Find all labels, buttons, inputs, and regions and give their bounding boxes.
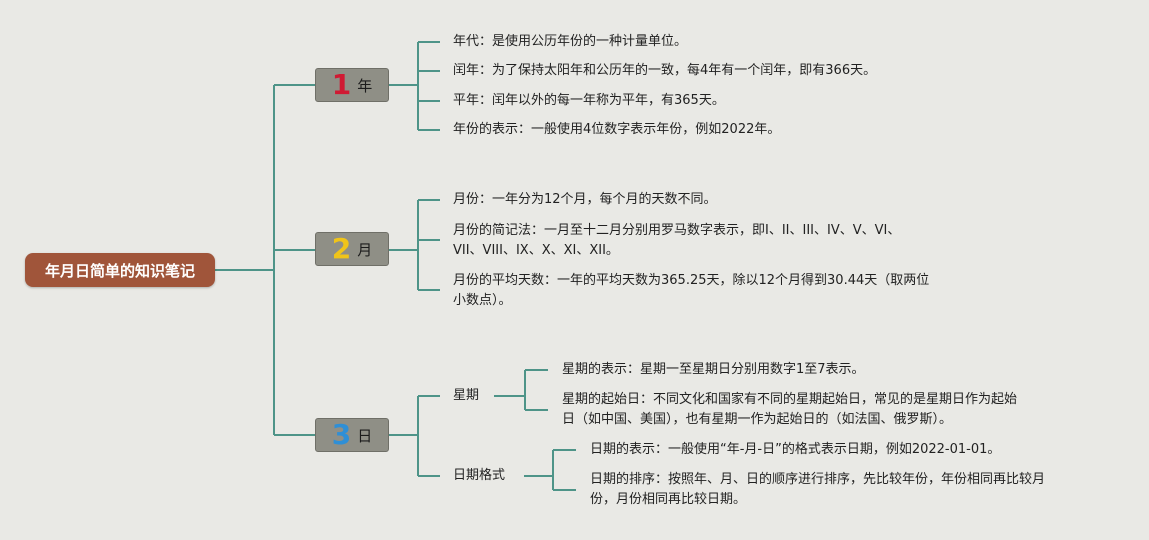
month-leaf: 月份：一年分为12个月，每个月的天数不同。 [453,190,717,210]
topic-number: 1 [331,68,352,101]
month-leaf-line: 月份的平均天数：一年的平均天数为365.25天，除以12个月得到30.44天（取… [453,273,930,288]
topic-label: 月 [357,240,373,259]
date-leaf: 日期的排序：按照年、月、日的顺序进行排序，先比较年份，年份相同再比较月 份，月份… [590,470,1045,510]
subtopic-week[interactable]: 星期 [453,388,480,403]
root-node[interactable]: 年月日简单的知识笔记 [25,253,215,287]
topic-label: 日 [357,426,373,445]
month-leaf-line: VII、VIII、IX、X、XI、XII。 [453,243,619,258]
topic-day[interactable]: 3 日 [315,418,389,452]
date-leaf-line: 日期的表示：一般使用“年-月-日”的格式表示日期，例如2022-01-01。 [590,442,1001,457]
year-leaf: 闰年：为了保持太阳年和公历年的一致，每4年有一个闰年，即有366天。 [453,63,877,78]
date-leaf-line: 份，月份相同再比较日期。 [590,492,747,507]
root-label: 年月日简单的知识笔记 [44,261,195,280]
topic-month[interactable]: 2 月 [315,232,389,266]
year-leaf: 平年：闰年以外的每一年称为平年，有365天。 [453,93,725,108]
week-leaf: 星期的表示：星期一至星期日分别用数字1至7表示。 [562,360,865,380]
month-leaf-line: 小数点）。 [453,293,512,308]
month-leaf-line: 月份：一年分为12个月，每个月的天数不同。 [453,192,717,207]
topic-number: 3 [331,418,352,451]
topic-label: 年 [357,76,373,95]
week-leaf-line: 星期的起始日：不同文化和国家有不同的星期起始日，常见的是星期日作为起始 [562,392,1018,407]
year-leaf: 年代：是使用公历年份的一种计量单位。 [453,34,688,49]
month-leaf: 月份的平均天数：一年的平均天数为365.25天，除以12个月得到30.44天（取… [453,271,929,311]
date-leaf-line: 日期的排序：按照年、月、日的顺序进行排序，先比较年份，年份相同再比较月 [590,472,1046,487]
topic-number: 2 [331,232,352,265]
week-leaf: 星期的起始日：不同文化和国家有不同的星期起始日，常见的是星期日作为起始 日（如中… [562,390,1017,430]
date-leaf: 日期的表示：一般使用“年-月-日”的格式表示日期，例如2022-01-01。 [590,440,1000,460]
subtopic-date-format[interactable]: 日期格式 [453,468,506,483]
topic-year[interactable]: 1 年 [315,68,389,102]
month-leaf-line: 月份的简记法：一月至十二月分别用罗马数字表示，即I、II、III、IV、V、VI… [453,223,901,238]
week-leaf-line: 星期的表示：星期一至星期日分别用数字1至7表示。 [562,362,865,377]
year-leaf: 年份的表示：一般使用4位数字表示年份，例如2022年。 [453,122,781,137]
week-leaf-line: 日（如中国、美国），也有星期一作为起始日的（如法国、俄罗斯）。 [562,412,953,427]
month-leaf: 月份的简记法：一月至十二月分别用罗马数字表示，即I、II、III、IV、V、VI… [453,221,900,261]
